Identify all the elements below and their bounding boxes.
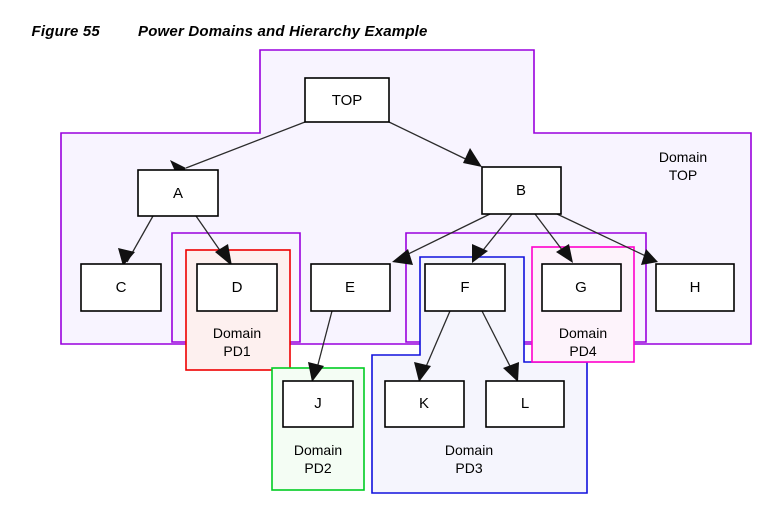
node-j[interactable]: J xyxy=(282,380,354,428)
node-b[interactable]: B xyxy=(481,166,562,215)
node-b-label: B xyxy=(516,182,526,199)
arrowhead-f-k xyxy=(414,362,431,382)
arrowhead-f-l xyxy=(503,362,519,382)
edge-b-e xyxy=(397,213,491,260)
edge-f-l xyxy=(481,310,516,377)
figure-title: Power Domains and Hierarchy Example xyxy=(137,23,428,40)
node-top-label: TOP xyxy=(332,92,363,109)
node-l[interactable]: L xyxy=(485,380,565,428)
tree-nodes: TOP A B C D E xyxy=(80,77,735,428)
node-c[interactable]: C xyxy=(80,263,162,312)
node-l-label: L xyxy=(521,395,529,412)
domain-pd1-label-line2: PD1 xyxy=(223,343,250,359)
figure-number: Figure 55 xyxy=(31,23,100,40)
arrowhead-top-a xyxy=(170,160,186,178)
node-d-label: D xyxy=(232,279,243,296)
edge-b-h xyxy=(556,213,653,260)
arrowhead-b-g xyxy=(556,244,573,263)
domain-pd4-label-line2: PD4 xyxy=(569,343,596,359)
arrowhead-b-h xyxy=(641,249,658,265)
arrowhead-a-c xyxy=(118,248,135,266)
figure-caption: Figure 55 Power Domains and Hierarchy Exa… xyxy=(14,6,428,57)
node-f[interactable]: F xyxy=(424,263,506,312)
domain-top-label-line2: TOP xyxy=(669,167,698,183)
node-g-label: G xyxy=(575,279,587,296)
node-f-label: F xyxy=(460,279,469,296)
arrowhead-e-j xyxy=(308,362,324,382)
node-d[interactable]: D xyxy=(196,263,278,312)
node-h-label: H xyxy=(690,279,701,296)
domain-pd2-label-line2: PD2 xyxy=(304,460,331,476)
node-e-label: E xyxy=(345,279,355,296)
node-e[interactable]: E xyxy=(310,263,391,312)
node-g[interactable]: G xyxy=(541,263,622,312)
domain-pd3-label-line2: PD3 xyxy=(455,460,482,476)
arrowhead-top-b xyxy=(463,148,482,167)
domain-labels: Domain TOP Domain PD1 Domain PD2 Domain … xyxy=(213,149,707,476)
node-a-label: A xyxy=(173,185,183,202)
node-top[interactable]: TOP xyxy=(304,77,390,123)
arrowhead-b-f xyxy=(472,244,488,263)
node-k-label: K xyxy=(419,395,429,412)
arrowhead-b-e xyxy=(392,249,413,265)
node-j-label: J xyxy=(314,395,322,412)
domain-pd2-label-line1: Domain xyxy=(294,442,342,458)
domain-pd1-label-line1: Domain xyxy=(213,325,261,341)
edge-top-a xyxy=(185,121,306,169)
domain-pd4-label-line1: Domain xyxy=(559,325,607,341)
edge-top-b xyxy=(388,121,479,166)
tree-edges xyxy=(118,121,658,382)
domain-top-label-line1: Domain xyxy=(659,149,707,165)
node-k[interactable]: K xyxy=(384,380,465,428)
domain-pd3-label-line1: Domain xyxy=(445,442,493,458)
node-a[interactable]: A xyxy=(137,169,219,217)
arrowhead-a-d xyxy=(215,244,232,266)
node-h[interactable]: H xyxy=(655,263,735,312)
node-c-label: C xyxy=(116,279,127,296)
domain-region-pd3[interactable] xyxy=(371,256,588,494)
